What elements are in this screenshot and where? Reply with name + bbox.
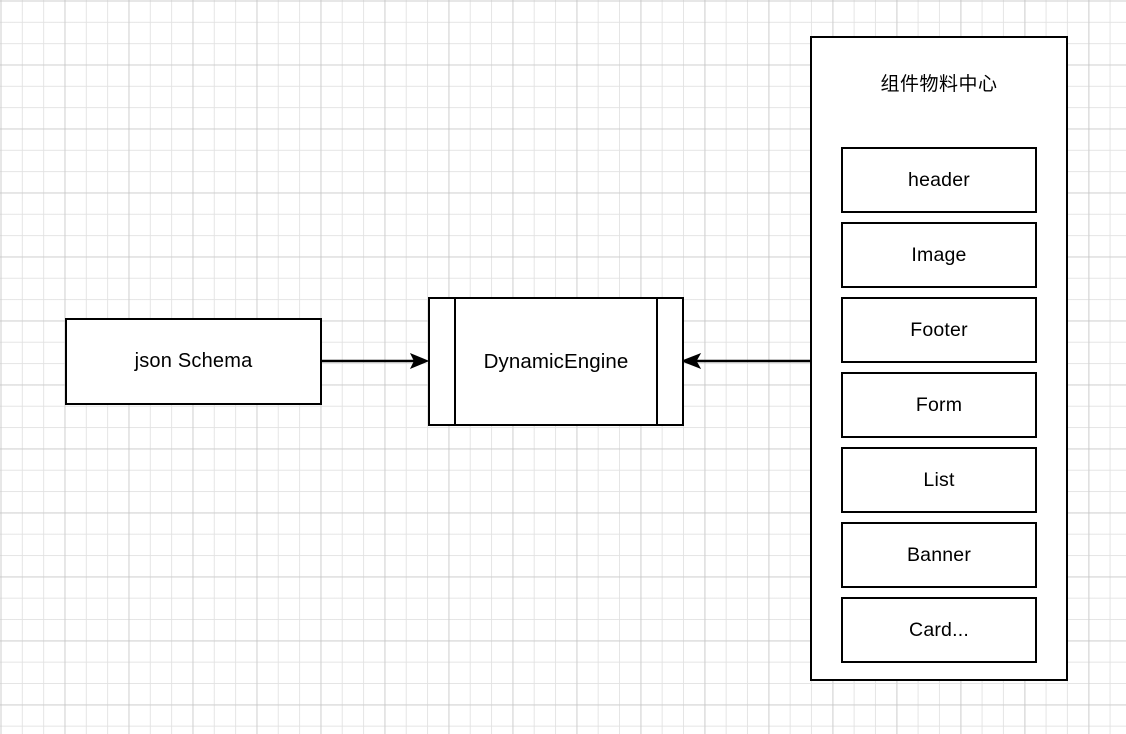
process-divider-left <box>454 296 456 427</box>
component-item-label: Image <box>911 243 967 266</box>
component-item-banner[interactable]: Banner <box>841 522 1037 588</box>
component-item-image[interactable]: Image <box>841 222 1037 288</box>
component-item-label: header <box>908 168 970 191</box>
component-item-label: Form <box>915 393 963 416</box>
component-item-label: Footer <box>910 318 968 341</box>
component-item-label: Card... <box>909 618 969 641</box>
component-item-header[interactable]: header <box>841 147 1037 213</box>
panel-title: 组件物料中心 <box>880 73 998 95</box>
component-item-form[interactable]: Form <box>841 372 1037 438</box>
arrowhead-right-icon <box>409 353 430 369</box>
component-list: header Image Footer Form List Banner Car… <box>841 147 1037 663</box>
component-item-label: Banner <box>906 543 972 566</box>
process-divider-right <box>656 296 658 427</box>
node-dynamic-engine-label: DynamicEngine <box>483 349 629 373</box>
arrowhead-left-icon <box>680 353 702 369</box>
node-json-schema[interactable]: json Schema <box>65 318 322 405</box>
edge-json-schema-to-dynamic-engine[interactable] <box>321 345 431 377</box>
component-item-label: List <box>923 468 955 491</box>
component-item-list[interactable]: List <box>841 447 1037 513</box>
edge-material-center-to-dynamic-engine[interactable] <box>680 345 813 377</box>
panel-component-material-center[interactable]: 组件物料中心 header Image Footer Form List Ban… <box>810 36 1068 681</box>
node-dynamic-engine[interactable]: DynamicEngine <box>428 296 684 427</box>
component-item-card[interactable]: Card... <box>841 597 1037 663</box>
component-item-footer[interactable]: Footer <box>841 297 1037 363</box>
node-json-schema-label: json Schema <box>134 350 253 372</box>
